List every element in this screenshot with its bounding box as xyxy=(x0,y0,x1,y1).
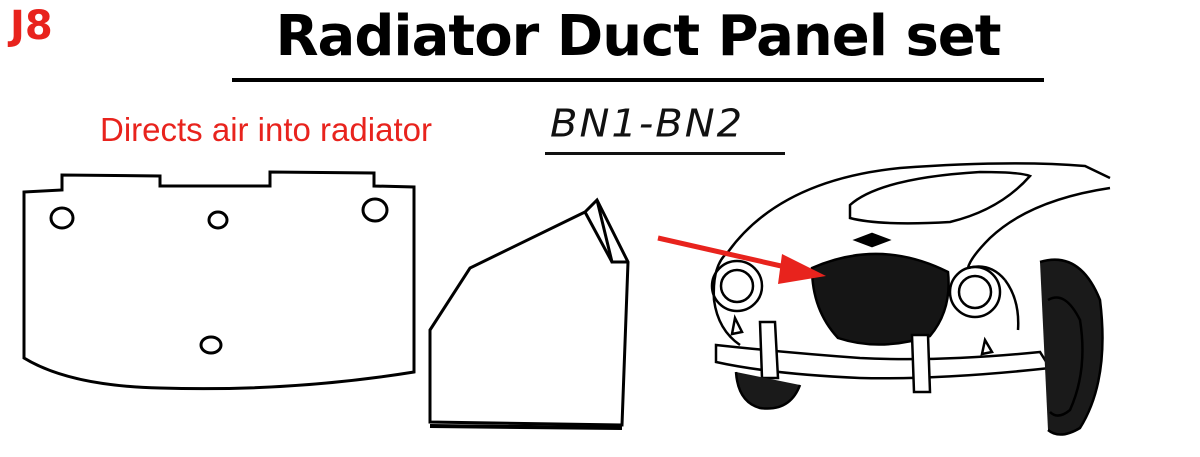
model-underline xyxy=(545,152,785,155)
side-panel-drawing xyxy=(428,197,630,430)
red-arrow-icon xyxy=(657,235,826,284)
car-drawing xyxy=(710,162,1111,436)
description: Directs air into radiator xyxy=(100,111,432,148)
part-code: J8 xyxy=(10,3,53,49)
title-underline xyxy=(232,78,1044,82)
page-title: Radiator Duct Panel set xyxy=(275,4,1001,69)
flat-panel-drawing xyxy=(22,170,416,391)
model-label: BN1-BN2 xyxy=(550,102,745,146)
